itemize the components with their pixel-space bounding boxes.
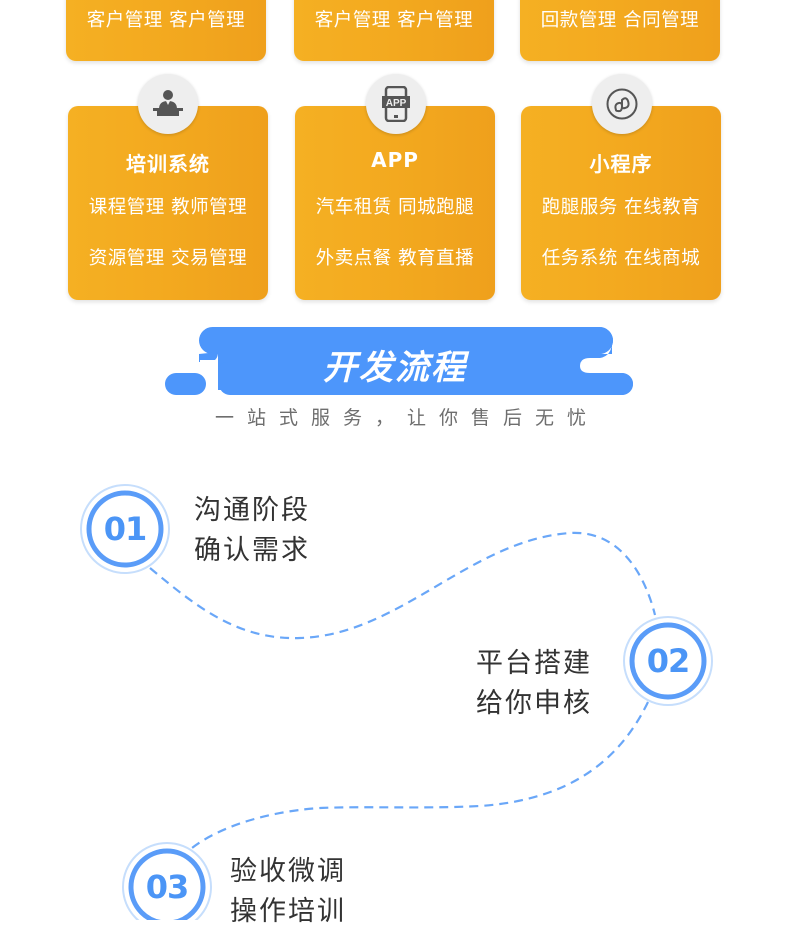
step-line2: 给你申核 bbox=[476, 688, 592, 719]
service-card-top-3: 回款管理 合同管理 bbox=[520, 0, 720, 61]
lecturer-podium-icon bbox=[138, 74, 198, 134]
card-features-row1: 跑腿服务 在线教育 bbox=[541, 197, 701, 218]
step-circle-03 bbox=[122, 842, 212, 920]
card-features: 客户管理 客户管理 bbox=[314, 10, 474, 31]
step-line1: 平台搭建 bbox=[476, 648, 592, 679]
step-text-02: 平台搭建 给你申核 bbox=[476, 644, 592, 724]
card-features: 回款管理 合同管理 bbox=[540, 10, 700, 31]
card-features: 客户管理 客户管理 bbox=[86, 10, 246, 31]
service-card-mini-program: 小程序 跑腿服务 在线教育 任务系统 在线商城 bbox=[521, 106, 721, 300]
service-card-top-1: 客户管理 客户管理 bbox=[66, 0, 266, 61]
card-title: APP bbox=[371, 148, 419, 172]
section-title: 开发流程 bbox=[323, 348, 467, 388]
step-number-03: 03 bbox=[145, 868, 190, 906]
card-features-row1: 汽车租赁 同城跑腿 bbox=[315, 197, 475, 218]
card-features-row2: 任务系统 在线商城 bbox=[541, 248, 701, 269]
step-number-01: 01 bbox=[103, 510, 148, 548]
step-line2: 操作培训 bbox=[230, 896, 346, 927]
card-title: 小程序 bbox=[589, 152, 653, 176]
card-features-row2: 外卖点餐 教育直播 bbox=[315, 248, 475, 269]
flow-path-2 bbox=[191, 701, 649, 849]
step-text-03: 验收微调 操作培训 bbox=[230, 852, 346, 932]
svg-text:APP: APP bbox=[386, 98, 407, 109]
step-number-02: 02 bbox=[646, 642, 691, 680]
step-circle-02 bbox=[623, 616, 713, 706]
step-line1: 沟通阶段 bbox=[194, 495, 310, 526]
step-line2: 确认需求 bbox=[194, 535, 310, 566]
mini-program-icon bbox=[592, 74, 652, 134]
step-circle-01 bbox=[80, 484, 170, 574]
service-card-top-2: 客户管理 客户管理 bbox=[294, 0, 494, 61]
card-title: 培训系统 bbox=[126, 152, 210, 176]
section-subtitle: 一站式服务，让你售后无忧 bbox=[214, 407, 599, 429]
step-line1: 验收微调 bbox=[230, 856, 346, 887]
step-text-01: 沟通阶段 确认需求 bbox=[194, 491, 310, 571]
card-features-row1: 课程管理 教师管理 bbox=[88, 197, 248, 218]
service-card-training: 培训系统 课程管理 教师管理 资源管理 交易管理 bbox=[68, 106, 268, 300]
flow-path-1 bbox=[149, 531, 657, 640]
card-features-row2: 资源管理 交易管理 bbox=[88, 248, 248, 269]
app-phone-icon: APP bbox=[366, 74, 426, 134]
service-card-app: APP 汽车租赁 同城跑腿 外卖点餐 教育直播 bbox=[295, 106, 495, 300]
